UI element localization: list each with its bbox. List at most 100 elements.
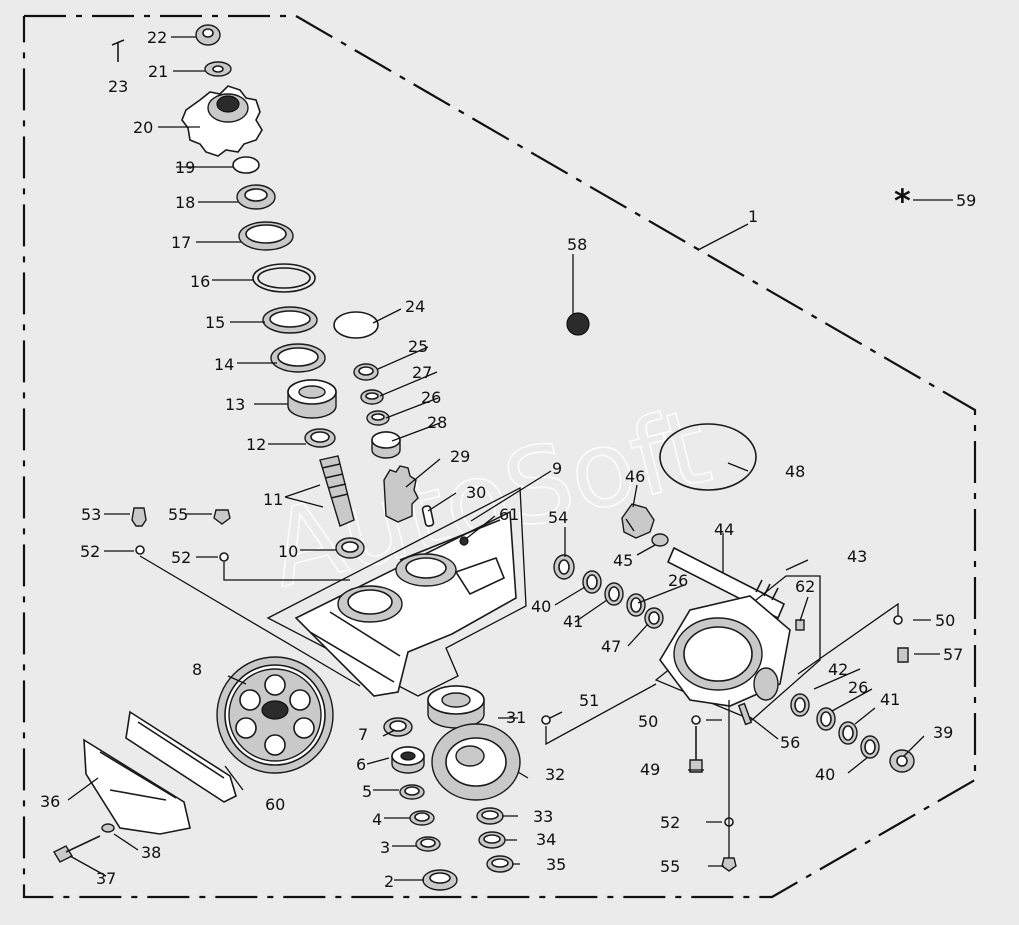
label-35: 35 (546, 855, 566, 874)
part-11-shaft (319, 455, 355, 527)
part-16-snap-ring (252, 263, 316, 293)
part-43-frame (654, 575, 821, 721)
part-24-cap (333, 311, 379, 339)
label-18: 18 (175, 193, 195, 212)
label-8: 8 (192, 660, 202, 679)
star-symbol: * (894, 182, 911, 220)
label-19: 19 (175, 158, 195, 177)
label-60: 60 (265, 795, 285, 814)
part-56-pin (737, 702, 753, 726)
label-12: 12 (246, 435, 266, 454)
part-52-washer-left (135, 545, 145, 555)
part-60-gasket (125, 710, 237, 803)
label-22: 22 (147, 28, 167, 47)
part-55-plug-left (213, 509, 231, 525)
label-27: 27 (412, 363, 432, 382)
label-57: 57 (943, 645, 963, 664)
part-45-washer (651, 533, 669, 547)
part-50-washer-right (893, 615, 903, 625)
housing-frame (266, 486, 527, 697)
part-46-bevel-gear (621, 503, 655, 539)
label-28: 28 (427, 413, 447, 432)
label-3: 3 (380, 838, 390, 857)
leader-lines (67, 36, 953, 881)
part-62-plug (795, 619, 805, 631)
label-17: 17 (171, 233, 191, 252)
label-14: 14 (214, 355, 234, 374)
label-54: 54 (548, 508, 568, 527)
part-48-o-ring (659, 423, 757, 491)
label-41-right: 41 (880, 690, 900, 709)
part-36-cover (83, 738, 191, 835)
label-42: 42 (828, 660, 848, 679)
label-21: 21 (148, 62, 168, 81)
label-47: 47 (601, 637, 621, 656)
label-59: 59 (956, 191, 976, 210)
label-16: 16 (190, 272, 210, 291)
label-49: 49 (640, 760, 660, 779)
part-57-bolt (897, 647, 909, 663)
label-37: 37 (96, 869, 116, 888)
label-26-middle: 26 (421, 388, 441, 407)
part-30-key (421, 505, 435, 527)
shaft-stack-middle (333, 311, 435, 527)
label-30: 30 (466, 483, 486, 502)
part-9-housing (294, 510, 517, 697)
label-20: 20 (133, 118, 153, 137)
label-44: 44 (714, 520, 734, 539)
part-29-pinion (383, 465, 419, 523)
kit-boundary (22, 14, 977, 899)
label-2: 2 (384, 872, 394, 891)
label-36: 36 (40, 792, 60, 811)
part-52-washer-mid (219, 552, 229, 562)
label-23: 23 (108, 77, 128, 96)
label-7: 7 (358, 725, 368, 744)
lower-left-parts (53, 656, 458, 891)
label-40-right: 40 (815, 765, 835, 784)
label-50-center: 50 (638, 712, 658, 731)
part-55-plug-right (721, 857, 737, 872)
label-50-right: 50 (935, 611, 955, 630)
main-housing (131, 486, 527, 873)
label-10: 10 (278, 542, 298, 561)
label-5: 5 (362, 782, 372, 801)
label-55-right: 55 (660, 857, 680, 876)
label-6: 6 (356, 755, 366, 774)
part-50-washer-center (691, 715, 701, 725)
label-32: 32 (545, 765, 565, 784)
label-1: 1 (748, 207, 758, 226)
label-40-left: 40 (531, 597, 551, 616)
label-9: 9 (552, 459, 562, 478)
label-31: 31 (506, 708, 526, 727)
label-11: 11 (263, 490, 283, 509)
label-26-lower: 26 (848, 678, 868, 697)
label-38: 38 (141, 843, 161, 862)
label-15: 15 (205, 313, 225, 332)
label-61: 61 (499, 505, 519, 524)
label-51: 51 (579, 691, 599, 710)
part-49-bolt (689, 759, 703, 773)
label-55-left: 55 (168, 505, 188, 524)
label-52-left: 52 (80, 542, 100, 561)
label-4: 4 (372, 810, 382, 829)
label-39: 39 (933, 723, 953, 742)
label-52-mid: 52 (171, 548, 191, 567)
label-25: 25 (408, 337, 428, 356)
part-38-washer (101, 823, 115, 833)
label-56: 56 (780, 733, 800, 752)
label-33: 33 (533, 807, 553, 826)
part-58-marker (566, 312, 590, 336)
label-26-right: 26 (668, 571, 688, 590)
label-41-left: 41 (563, 612, 583, 631)
label-62: 62 (795, 577, 815, 596)
part-labels: 1 2 3 4 5 6 7 8 9 10 11 12 13 14 15 16 1… (40, 28, 976, 891)
right-side-parts (541, 503, 915, 872)
shaft-stack-top (111, 24, 365, 559)
label-24: 24 (405, 297, 425, 316)
label-52-right: 52 (660, 813, 680, 832)
part-61-plug (459, 536, 469, 546)
label-45: 45 (613, 551, 633, 570)
label-34: 34 (536, 830, 556, 849)
label-48: 48 (785, 462, 805, 481)
